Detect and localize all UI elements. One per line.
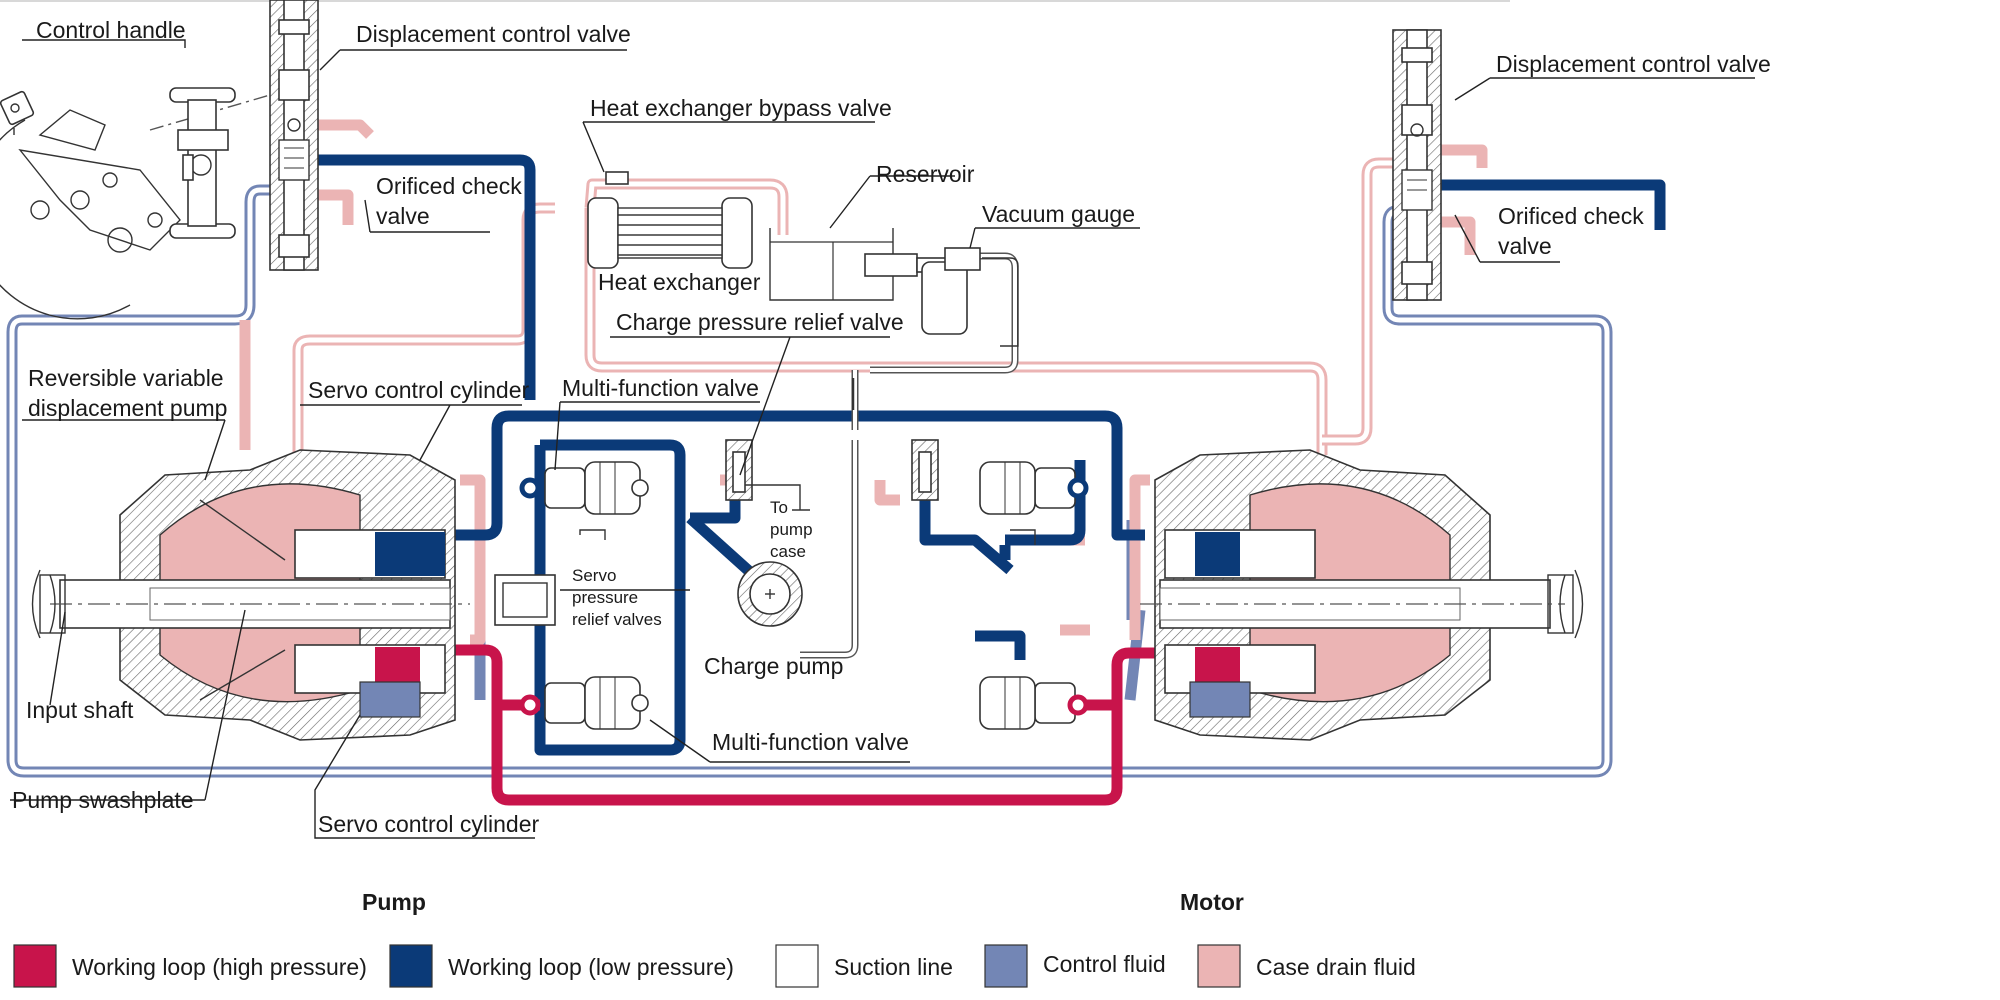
legend-swatch-case-drain — [1197, 944, 1241, 988]
suction-lines — [800, 252, 1019, 659]
label-orificed-check-valve-right-1: Orificed check — [1498, 203, 1644, 229]
label-to-pump-case-3: case — [770, 542, 806, 561]
legend-item-case-drain: Case drain fluid — [1197, 944, 1416, 988]
label-charge-pump: Charge pump — [704, 653, 843, 679]
label-servo-control-cylinder-bottom: Servo control cylinder — [318, 811, 539, 837]
legend-title-pump: Pump — [362, 889, 426, 915]
diagram-labels: Control handle Displacement control valv… — [12, 17, 1771, 837]
low-pressure-lines — [310, 154, 1666, 756]
label-reservoir: Reservoir — [876, 161, 975, 187]
label-input-shaft: Input shaft — [26, 697, 134, 723]
control-handle-mechanism — [0, 87, 271, 320]
label-displacement-control-valve-right: Displacement control valve — [1496, 51, 1771, 77]
charge-pressure-relief-valve-left — [725, 439, 810, 511]
label-charge-pressure-relief-valve: Charge pressure relief valve — [616, 309, 904, 335]
legend-swatch-low-pressure — [389, 944, 433, 988]
servo-pressure-relief-valve-block — [494, 529, 1036, 626]
legend-title-motor: Motor — [1180, 889, 1244, 915]
legend-label-high-pressure: Working loop (high pressure) — [72, 954, 367, 980]
legend-label-low-pressure: Working loop (low pressure) — [448, 954, 734, 980]
label-orificed-check-valve-left-1: Orificed check — [376, 173, 522, 199]
multi-function-valve-upper-right — [979, 461, 1089, 515]
label-to-pump-case-2: pump — [770, 520, 813, 539]
legend-item-suction-line: Suction line — [775, 944, 953, 988]
label-multi-function-valve-bottom: Multi-function valve — [712, 729, 909, 755]
label-orificed-check-valve-right-2: valve — [1498, 233, 1552, 259]
legend: Pump Motor Working loop (high pressure) … — [13, 889, 1416, 988]
heat-exchanger — [587, 197, 753, 269]
legend-item-control-fluid: Control fluid — [984, 944, 1166, 988]
label-servo-relief-2: pressure — [572, 588, 638, 607]
displacement-control-valve-right — [1392, 29, 1442, 301]
vacuum-gauge — [864, 247, 1019, 347]
legend-label-suction-line: Suction line — [834, 954, 953, 980]
legend-label-control-fluid: Control fluid — [1043, 951, 1166, 977]
reversible-variable-displacement-pump — [31, 449, 470, 741]
multi-function-valve-lower-left — [519, 676, 649, 730]
charge-pressure-relief-valve-right — [911, 439, 939, 501]
label-servo-control-cylinder-top: Servo control cylinder — [308, 377, 529, 403]
label-multi-function-valve-top: Multi-function valve — [562, 375, 759, 401]
legend-swatch-high-pressure — [13, 944, 57, 988]
label-heat-exchanger: Heat exchanger — [598, 269, 761, 295]
label-heat-exchanger-bypass-valve: Heat exchanger bypass valve — [590, 95, 892, 121]
multi-function-valve-upper-left — [519, 461, 649, 515]
label-servo-relief-1: Servo — [572, 566, 616, 585]
legend-item-low-pressure: Working loop (low pressure) — [389, 944, 734, 988]
legend-swatch-control-fluid — [984, 944, 1028, 988]
leader-lines — [10, 39, 1755, 839]
label-orificed-check-valve-left-2: valve — [376, 203, 430, 229]
label-pump-swashplate: Pump swashplate — [12, 787, 194, 813]
label-vacuum-gauge: Vacuum gauge — [982, 201, 1135, 227]
legend-item-high-pressure: Working loop (high pressure) — [13, 944, 367, 988]
multi-function-valve-lower-right — [979, 676, 1089, 730]
legend-label-case-drain: Case drain fluid — [1256, 954, 1416, 980]
label-control-handle: Control handle — [36, 17, 186, 43]
legend-swatch-suction-line — [775, 944, 819, 988]
label-servo-relief-3: relief valves — [572, 610, 662, 629]
motor — [1140, 449, 1584, 741]
label-reversible-pump-2: displacement pump — [28, 395, 227, 421]
charge-pump — [737, 561, 803, 627]
heat-exchanger-bypass-valve — [605, 171, 629, 185]
label-displacement-control-valve-left: Displacement control valve — [356, 21, 631, 47]
label-reversible-pump-1: Reversible variable — [28, 365, 224, 391]
displacement-control-valve-left — [269, 0, 319, 271]
label-to-pump-case-1: To — [770, 498, 788, 517]
